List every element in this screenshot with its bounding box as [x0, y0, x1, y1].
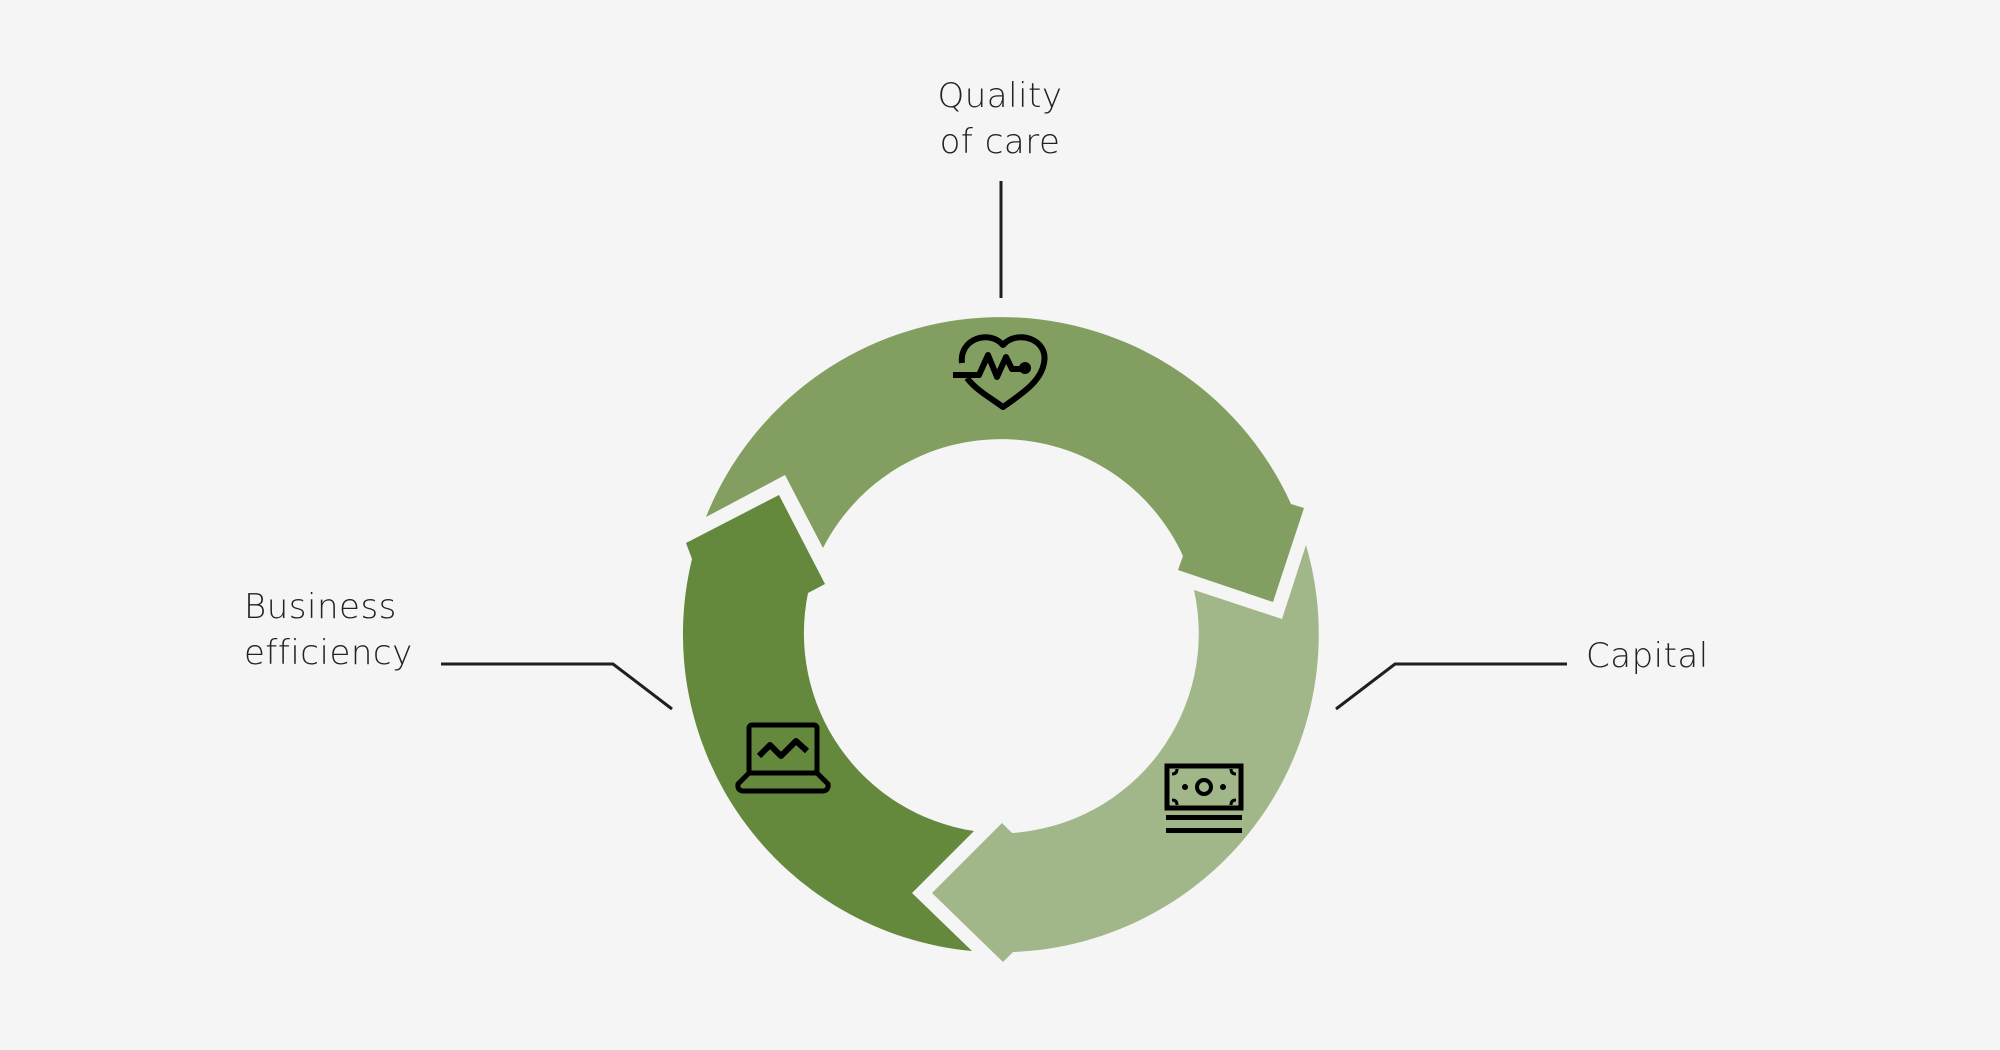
- banknotes-icon: [1164, 763, 1244, 833]
- label-business-line-1: Business: [244, 587, 397, 627]
- segment-business-efficiency: [682, 495, 974, 951]
- leader-line-capital: [1335, 662, 1567, 711]
- segment-quality-of-care: [706, 317, 1304, 602]
- label-quality-of-care: Quality of care: [938, 73, 1063, 165]
- label-capital-line-1: Capital: [1586, 636, 1709, 676]
- label-quality-line-2: of care: [939, 122, 1061, 162]
- label-quality-line-1: Quality: [937, 76, 1063, 116]
- segment-capital: [932, 545, 1319, 962]
- leader-line-business: [441, 662, 673, 711]
- label-capital: Capital: [1586, 633, 1709, 679]
- label-business-efficiency: Business efficiency: [244, 584, 413, 676]
- label-business-line-2: efficiency: [244, 633, 413, 673]
- laptop-chart-icon: [735, 722, 831, 794]
- heart-pulse-icon: [953, 334, 1048, 410]
